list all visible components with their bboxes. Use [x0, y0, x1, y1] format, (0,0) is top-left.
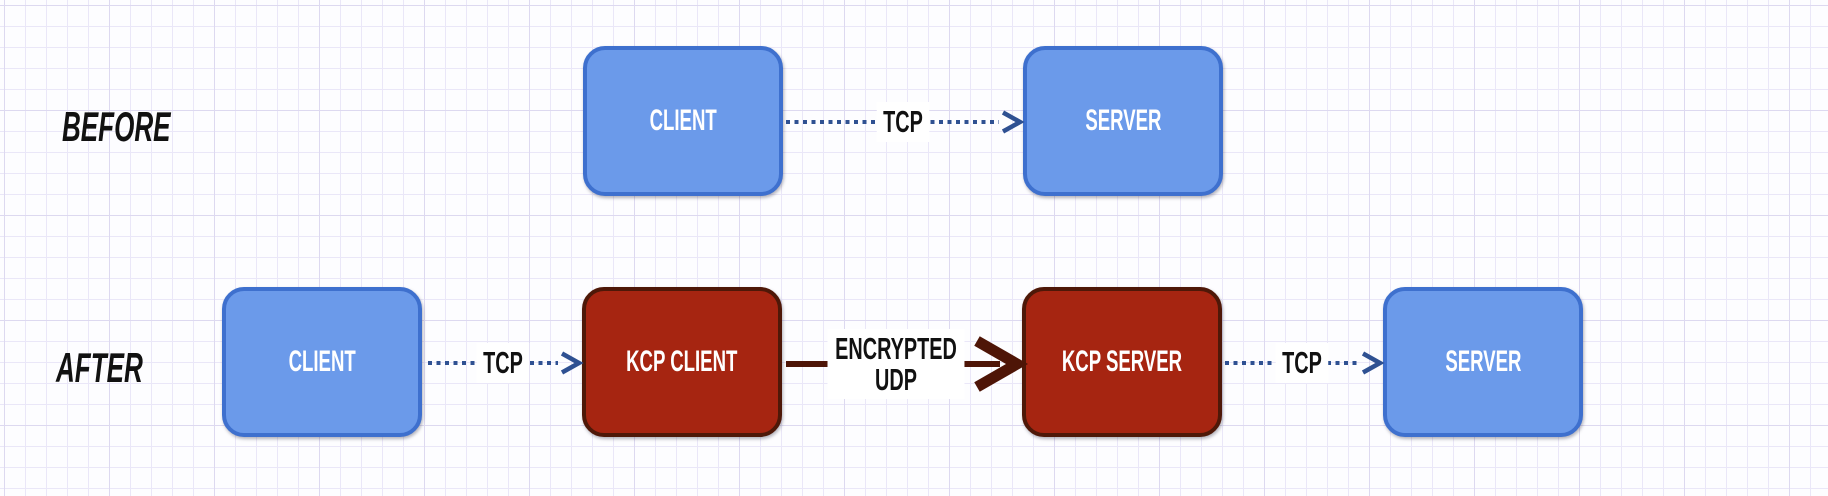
edge-label-after-udp: ENCRYPTED UDP [827, 329, 965, 399]
edge-label-after-tcp-out: TCP [1275, 343, 1329, 383]
node-after-kcp-client: KCP CLIENT [582, 287, 782, 437]
arrow-before-tcp [786, 110, 1025, 134]
edge-label-after-udp-line2: UDP [875, 362, 917, 397]
arrow-after-tcp-out [1225, 351, 1385, 375]
node-after-kcp-server-label: KCP SERVER [1061, 345, 1183, 378]
arrowhead-icon [1001, 110, 1025, 134]
node-after-client: CLIENT [222, 287, 422, 437]
arrowhead-icon [1361, 351, 1385, 375]
node-before-server: SERVER [1023, 46, 1223, 196]
edge-label-before-tcp: TCP [876, 102, 930, 142]
node-after-kcp-client-label: KCP CLIENT [626, 345, 738, 378]
arrowhead-icon [974, 336, 1029, 392]
node-before-server-label: SERVER [1084, 104, 1162, 137]
node-after-server-label: SERVER [1444, 345, 1522, 378]
node-after-server: SERVER [1383, 287, 1583, 437]
row-label-after: AFTER [56, 344, 143, 391]
node-before-client: CLIENT [583, 46, 783, 196]
edge-label-after-tcp-in: TCP [476, 343, 530, 383]
node-after-client-label: CLIENT [288, 345, 356, 378]
node-after-kcp-server: KCP SERVER [1022, 287, 1222, 437]
arrowhead-icon [560, 351, 584, 375]
node-before-client-label: CLIENT [649, 104, 717, 137]
edge-label-after-udp-line1: ENCRYPTED [835, 331, 957, 366]
row-label-before: BEFORE [62, 103, 171, 150]
arrow-after-tcp-in [428, 351, 584, 375]
